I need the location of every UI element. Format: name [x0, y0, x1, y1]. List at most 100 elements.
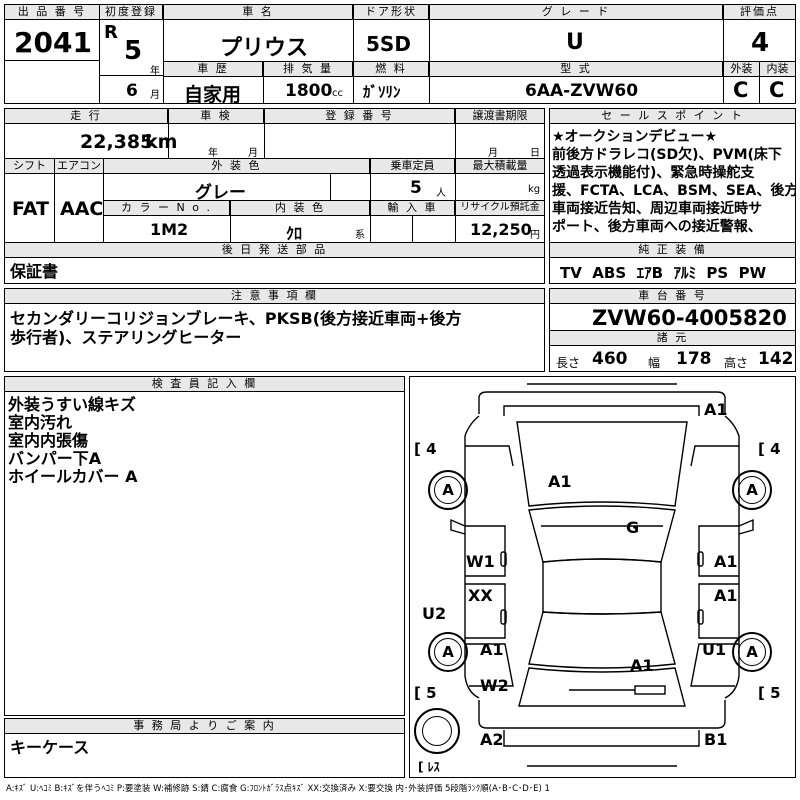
history: 自家用 [184, 84, 242, 106]
inspector-line: 室内内張傷 [8, 431, 89, 450]
ac: AAC [60, 198, 104, 220]
load-unit: kg [528, 184, 541, 195]
mark-hood: A1 [548, 472, 572, 491]
spare-label: [ ﾚｽ [418, 760, 440, 774]
mark-left-rear-fender: W2 [480, 676, 509, 695]
lot-no: 2041 [14, 26, 92, 59]
car-diagram [409, 376, 796, 778]
capacity-label: 乗車定員 [370, 158, 455, 174]
fuel: ｶﾞｿﾘﾝ [363, 83, 401, 101]
load-label: 最大積載量 [455, 158, 545, 174]
spare-tire [414, 708, 460, 754]
inspector-line: 室内汚れ [8, 413, 73, 432]
first-reg-label: 初度登録 [99, 4, 163, 20]
tire-front-right: A [732, 470, 772, 510]
shift-label: シフト [4, 158, 55, 174]
model: 6AA-ZVW60 [525, 81, 639, 101]
tire-front-left: A [428, 470, 468, 510]
ac-label: エアコン [54, 158, 104, 174]
shift: FAT [12, 198, 49, 220]
score-label: 評価点 [723, 4, 796, 20]
car-outline-diagram [450, 383, 754, 767]
mark-left-front-door: XX [468, 586, 493, 605]
recycle-unit: 円 [530, 230, 540, 241]
interior: C [769, 78, 785, 102]
width-label: 幅 [648, 356, 661, 370]
later-items: 保証書 [10, 262, 59, 281]
color: グレー [195, 183, 246, 203]
notes-line: セカンダリーコリジョンブレーキ、PKSB(後方接近車両+後方 [10, 309, 462, 328]
mileage: 22,385 [80, 131, 154, 153]
tread-front-left: [ 4 [414, 440, 437, 458]
history-label: 車 歴 [163, 61, 263, 77]
mark-windshield: G [626, 518, 640, 537]
displacement-label: 排 気 量 [263, 61, 353, 77]
inspector-label: 検 査 員 記 入 欄 [4, 376, 405, 392]
import-label: 輸 入 車 [370, 200, 455, 216]
chassis-label: 車 台 番 号 [549, 288, 796, 304]
capacity: 5 [410, 178, 422, 198]
notes-label: 注 意 事 項 欄 [4, 288, 545, 304]
later-label: 後 日 発 送 部 品 [4, 242, 545, 258]
int-color-unit: 系 [355, 230, 365, 241]
int-color-label: 内 装 色 [230, 200, 370, 216]
width: 178 [676, 349, 712, 369]
reg-year: 5 [124, 36, 143, 66]
sales-lines: ★オークションデビュー★ 前後方ドラレコ(SD欠)、PVM(床下 透過表示機能付… [552, 128, 796, 236]
displacement: 1800 [285, 81, 333, 101]
sales-line: ポート、後方車両への接近警報、 [552, 219, 762, 235]
tire-rear-left: A [428, 632, 468, 672]
chassis-number: ZVW60-4005820 [592, 306, 787, 330]
length: 460 [592, 349, 628, 369]
mark-left-rocker: U2 [422, 604, 447, 623]
transfer-label: 譲渡書期限 [455, 108, 545, 124]
grade: U [566, 30, 584, 55]
recycle: 12,250 [470, 220, 532, 239]
fuel-label: 燃 料 [353, 61, 429, 77]
sales-line: 前後方ドラレコ(SD欠)、PVM(床下 [552, 147, 782, 163]
mark-rear-left: A2 [480, 730, 504, 749]
year-unit: 年 [150, 66, 160, 77]
inspector-line: バンパー下A [8, 449, 102, 468]
mileage-unit: km [145, 131, 178, 153]
door-label: ドア形状 [353, 4, 429, 20]
mark-front-bumper: A1 [704, 400, 728, 419]
office-text: キーケース [10, 738, 90, 757]
inspector-line: ホイールカバー A [8, 467, 138, 486]
spec-label: 諸 元 [549, 330, 796, 346]
car-name: プリウス [220, 36, 309, 61]
color-no-label: カ ラ ー N o . [103, 200, 230, 216]
height-label: 高さ [724, 356, 749, 370]
mark-trunk: A1 [630, 656, 654, 675]
mark-left-front-fender: W1 [466, 552, 495, 571]
mark-right-front-door: A1 [714, 586, 738, 605]
mark-right-front-fender: A1 [714, 552, 738, 571]
sales-label: セ ー ル ス ポ イ ン ト [549, 108, 796, 124]
mileage-label: 走 行 [4, 108, 168, 124]
office-label: 事 務 局 よ り ご 案 内 [4, 718, 405, 734]
recycle-label: リサイクル預託金 [455, 200, 545, 216]
tread-rear-right: [ 5 [758, 684, 781, 702]
inspector-line: 外装うすい線キズ [8, 395, 137, 414]
month-unit: 月 [150, 90, 160, 101]
insp-year-unit: 年 [208, 148, 218, 159]
era: R [104, 22, 118, 43]
color-no: 1M2 [150, 220, 189, 239]
height: 142 [758, 349, 794, 369]
exterior: C [733, 78, 749, 102]
sales-line: 援、FCTA、LCA、BSM、SEA、後方 [552, 183, 796, 199]
length-label: 長さ [556, 356, 581, 370]
mark-right-rear-fender: U1 [702, 640, 727, 659]
mark-rear-right: B1 [704, 730, 728, 749]
transfer-month-unit: 月 [488, 148, 498, 159]
mark-left-rear-door: A1 [480, 640, 504, 659]
tire-rear-right: A [732, 632, 772, 672]
model-label: 型 式 [429, 61, 723, 77]
equip-label: 純 正 装 備 [549, 242, 796, 258]
interior-label: 内装 [759, 61, 796, 77]
sales-line: ★オークションデビュー★ [552, 129, 718, 145]
capacity-unit: 人 [436, 188, 446, 199]
tread-rear-left: [ 5 [414, 684, 437, 702]
equip: TV ABS ｴｱB ｱﾙﾐ PS PW [560, 264, 767, 282]
grade-label: グ レ ー ド [429, 4, 723, 20]
